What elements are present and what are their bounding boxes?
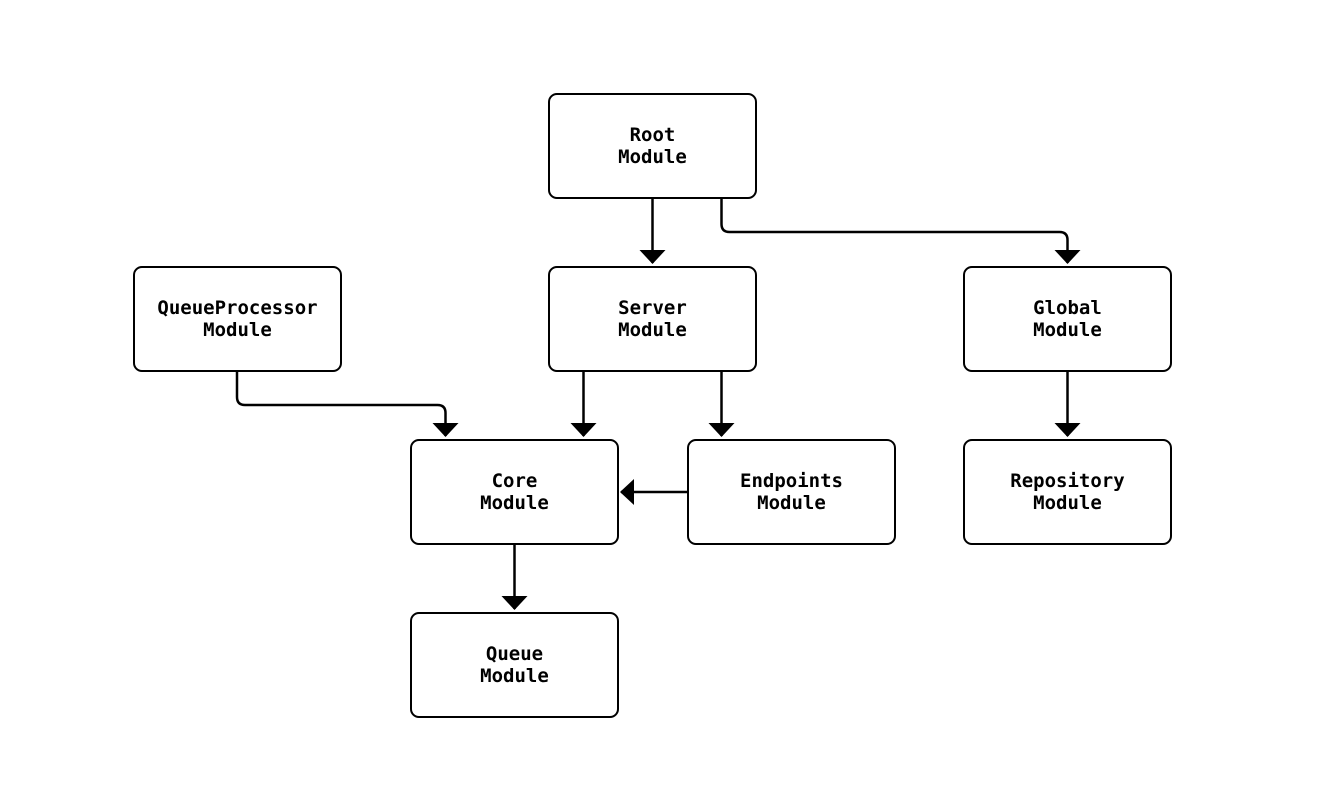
edge-root-to-global	[720, 198, 1081, 264]
node-server-module: Server Module	[548, 266, 757, 372]
node-queue-module: Queue Module	[410, 612, 619, 718]
node-root-module-label: Root Module	[618, 124, 687, 168]
node-core-module-label: Core Module	[480, 470, 549, 514]
node-repository-module-label: Repository Module	[1010, 470, 1125, 514]
node-endpoints-module: Endpoints Module	[687, 439, 896, 545]
node-global-module-label: Global Module	[1033, 297, 1102, 341]
node-repository-module: Repository Module	[963, 439, 1172, 545]
node-endpoints-module-label: Endpoints Module	[740, 470, 843, 514]
node-server-module-label: Server Module	[618, 297, 687, 341]
node-core-module: Core Module	[410, 439, 619, 545]
node-queue-module-label: Queue Module	[480, 643, 549, 687]
node-queueprocessor-module-label: QueueProcessor Module	[157, 297, 318, 341]
node-global-module: Global Module	[963, 266, 1172, 372]
node-root-module: Root Module	[548, 93, 757, 199]
node-queueprocessor-module: QueueProcessor Module	[133, 266, 342, 372]
edge-queueprocessor-to-core	[235, 372, 459, 437]
